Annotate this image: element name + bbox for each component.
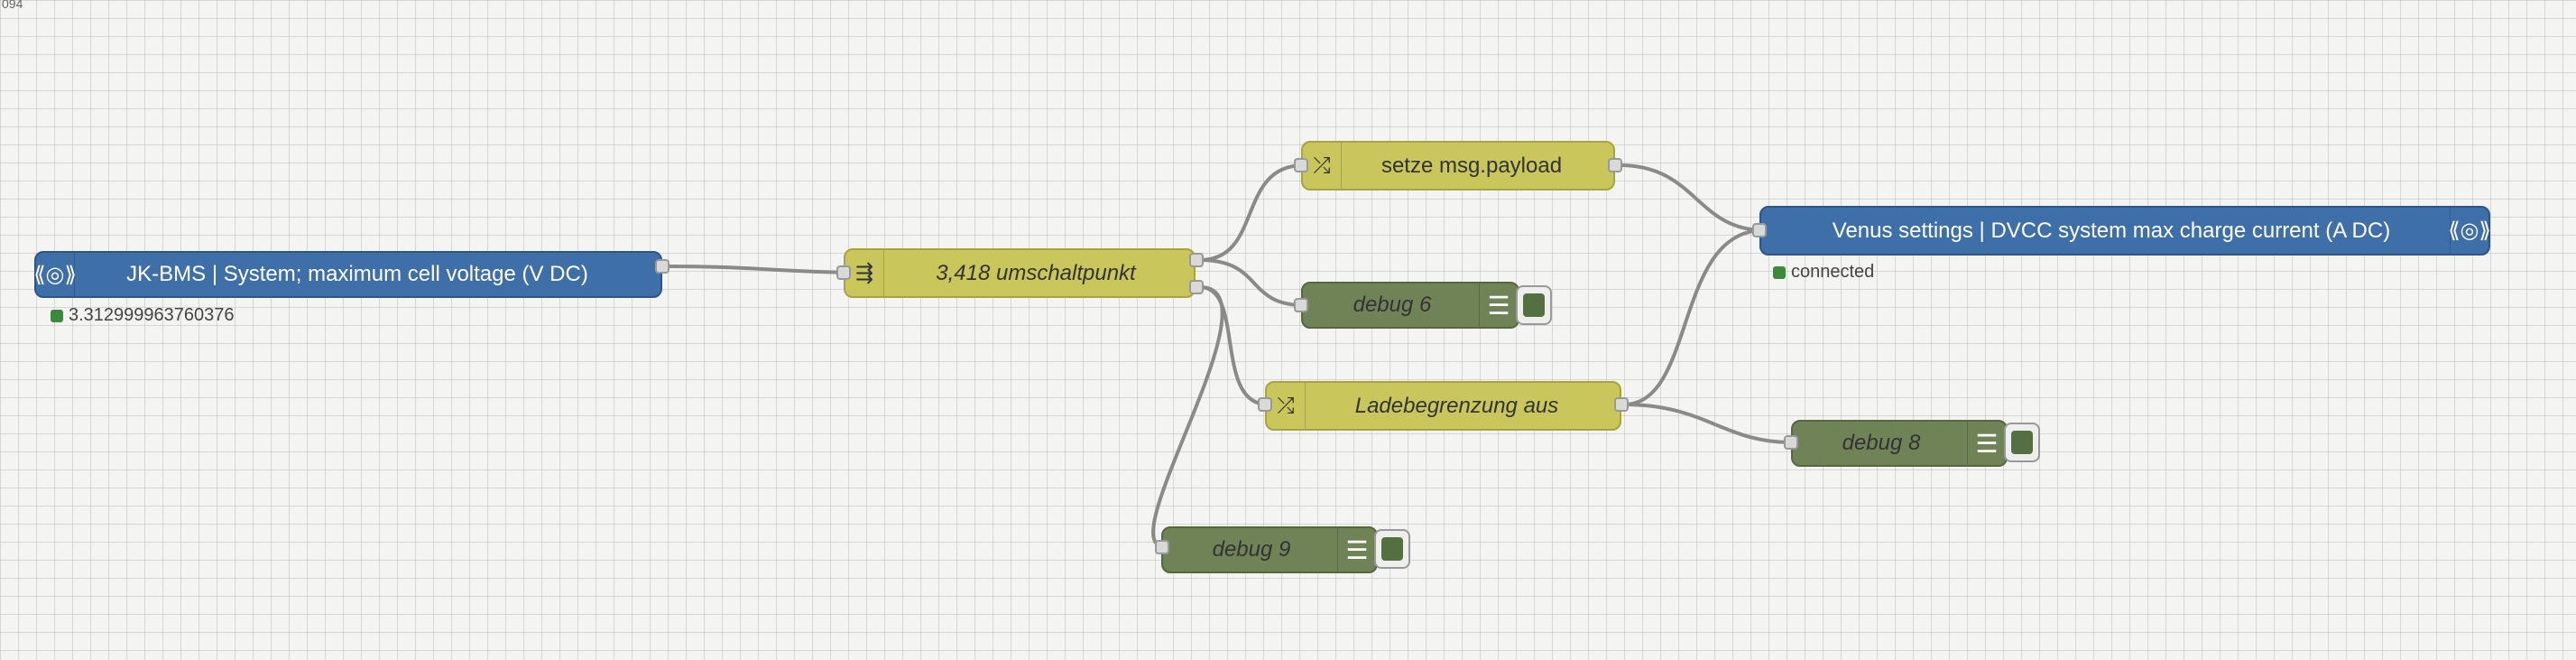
setze-input-port[interactable]	[1294, 158, 1308, 172]
setze-output-port[interactable]	[1608, 158, 1622, 172]
jk-bms-output-port[interactable]	[655, 259, 669, 274]
wire-setze-venus	[1619, 163, 1765, 232]
node-debug6-label: debug 6	[1353, 293, 1432, 317]
shuffle-icon: ⤮	[1303, 143, 1342, 189]
node-debug-6[interactable]: debug 6 ☰	[1301, 282, 1519, 329]
wire-jkbms-switch	[669, 265, 849, 274]
debug-list-icon: ☰	[1967, 422, 2006, 465]
victron-logo-icon: ⟪◎⟫	[2448, 208, 2491, 254]
victron-logo-icon: ⟪◎⟫	[33, 253, 77, 296]
node-jk-bms[interactable]: ⟪◎⟫ JK-BMS | System; maximum cell voltag…	[33, 251, 662, 298]
status-dot	[51, 309, 63, 322]
switch-icon: ⇶	[845, 250, 884, 296]
node-debug9-label: debug 9	[1212, 537, 1291, 562]
wire-switch-debug9	[1151, 285, 1224, 548]
node-setze-label: setze msg.payload	[1380, 153, 1563, 178]
shuffle-icon: ⤮	[1267, 383, 1306, 429]
node-debug-8[interactable]: debug 8 ☰	[1791, 420, 2008, 467]
debug-list-icon: ☰	[1337, 528, 1376, 572]
venus-status: connected	[1773, 262, 1874, 283]
lade-input-port[interactable]	[1258, 397, 1272, 412]
debug-list-icon: ☰	[1479, 284, 1518, 327]
venus-input-port[interactable]	[1752, 223, 1767, 237]
node-setze-payload[interactable]: ⤮ setze msg.payload	[1301, 141, 1615, 191]
debug9-input-port[interactable]	[1155, 540, 1169, 554]
debug6-input-port[interactable]	[1294, 298, 1308, 312]
switch-output-port-2[interactable]	[1189, 280, 1204, 294]
jk-bms-status-text: 3.312999963760376	[69, 305, 235, 325]
node-jk-bms-label: JK-BMS | System; maximum cell voltage (V…	[126, 262, 588, 286]
corner-text: 094	[2, 0, 23, 11]
debug9-toggle-button[interactable]	[1374, 529, 1410, 569]
wire-switch-lade	[1199, 285, 1269, 406]
wire-lade-debug8	[1623, 403, 1792, 444]
node-switch-label: 3,418 umschaltpunkt	[936, 260, 1136, 285]
switch-output-port-1[interactable]	[1189, 253, 1204, 267]
debug8-input-port[interactable]	[1784, 435, 1798, 450]
node-venus-label: Venus settings | DVCC system max charge …	[1832, 218, 2391, 243]
node-debug-9[interactable]: debug 9 ☰	[1161, 526, 1378, 573]
node-switch[interactable]: ⇶ 3,418 umschaltpunkt	[844, 248, 1196, 298]
node-ladebegrenzung[interactable]: ⤮ Ladebegrenzung aus	[1265, 381, 1621, 431]
status-dot	[1773, 265, 1786, 279]
debug8-toggle-button[interactable]	[2004, 423, 2040, 462]
wire-lade-venus	[1623, 228, 1765, 406]
node-debug8-label: debug 8	[1842, 431, 1921, 455]
node-lade-label: Ladebegrenzung aus	[1354, 393, 1559, 418]
debug6-toggle-button[interactable]	[1516, 285, 1552, 325]
wire-switch-debug6	[1199, 258, 1305, 307]
jk-bms-status: 3.312999963760376	[51, 305, 235, 326]
lade-output-port[interactable]	[1614, 397, 1629, 412]
switch-input-port[interactable]	[836, 265, 851, 280]
venus-status-text: connected	[1791, 262, 1875, 282]
wire-switch-setze	[1199, 163, 1305, 262]
node-venus-settings[interactable]: Venus settings | DVCC system max charge …	[1759, 206, 2491, 256]
